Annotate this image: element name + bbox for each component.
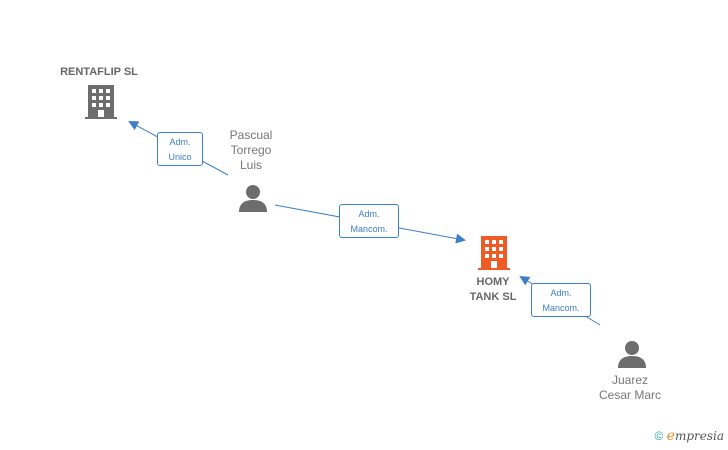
person-label-juarez[interactable]: Juarez Cesar Marc bbox=[580, 373, 680, 403]
edge-badge-line: Mancom. bbox=[350, 224, 388, 234]
person-name-line: Cesar Marc bbox=[598, 388, 661, 402]
edge-badge-line: Unico bbox=[168, 152, 192, 162]
edge-badge-line: Adm. bbox=[169, 137, 191, 147]
edge-badge-adm-unico[interactable]: Adm. Unico bbox=[157, 132, 203, 166]
edge-badge-line: Adm. bbox=[358, 209, 380, 219]
company-label-rentaflip[interactable]: RENTAFLIP SL bbox=[60, 66, 138, 78]
edge-badge-adm-mancom[interactable]: Adm. Mancom. bbox=[339, 204, 399, 238]
person-icon[interactable] bbox=[238, 183, 268, 213]
brand-name: mpresia bbox=[674, 429, 724, 443]
edge-badge-line: Adm. bbox=[550, 288, 572, 298]
person-name-line: Luis bbox=[239, 158, 262, 172]
edge-badge-adm-mancom[interactable]: Adm. Mancom. bbox=[531, 283, 591, 317]
person-label-pascual[interactable]: Pascual Torrego Luis bbox=[210, 128, 292, 173]
empresia-watermark: © empresia bbox=[654, 428, 724, 444]
person-name-line: Juarez bbox=[611, 373, 649, 387]
person-icon[interactable] bbox=[617, 339, 647, 369]
building-icon[interactable] bbox=[85, 84, 117, 120]
copyright-symbol: © bbox=[654, 429, 664, 443]
person-name-line: Torrego bbox=[230, 143, 272, 157]
edge-badge-line: Mancom. bbox=[542, 303, 580, 313]
person-name-line: Pascual bbox=[229, 128, 273, 142]
company-label-homy[interactable]: HOMY TANK SL bbox=[448, 275, 538, 305]
brand-logo-initial: e bbox=[666, 428, 675, 444]
company-label-line: HOMY bbox=[476, 276, 510, 288]
company-label-line: TANK SL bbox=[469, 291, 517, 303]
building-icon-highlighted[interactable] bbox=[478, 235, 510, 271]
